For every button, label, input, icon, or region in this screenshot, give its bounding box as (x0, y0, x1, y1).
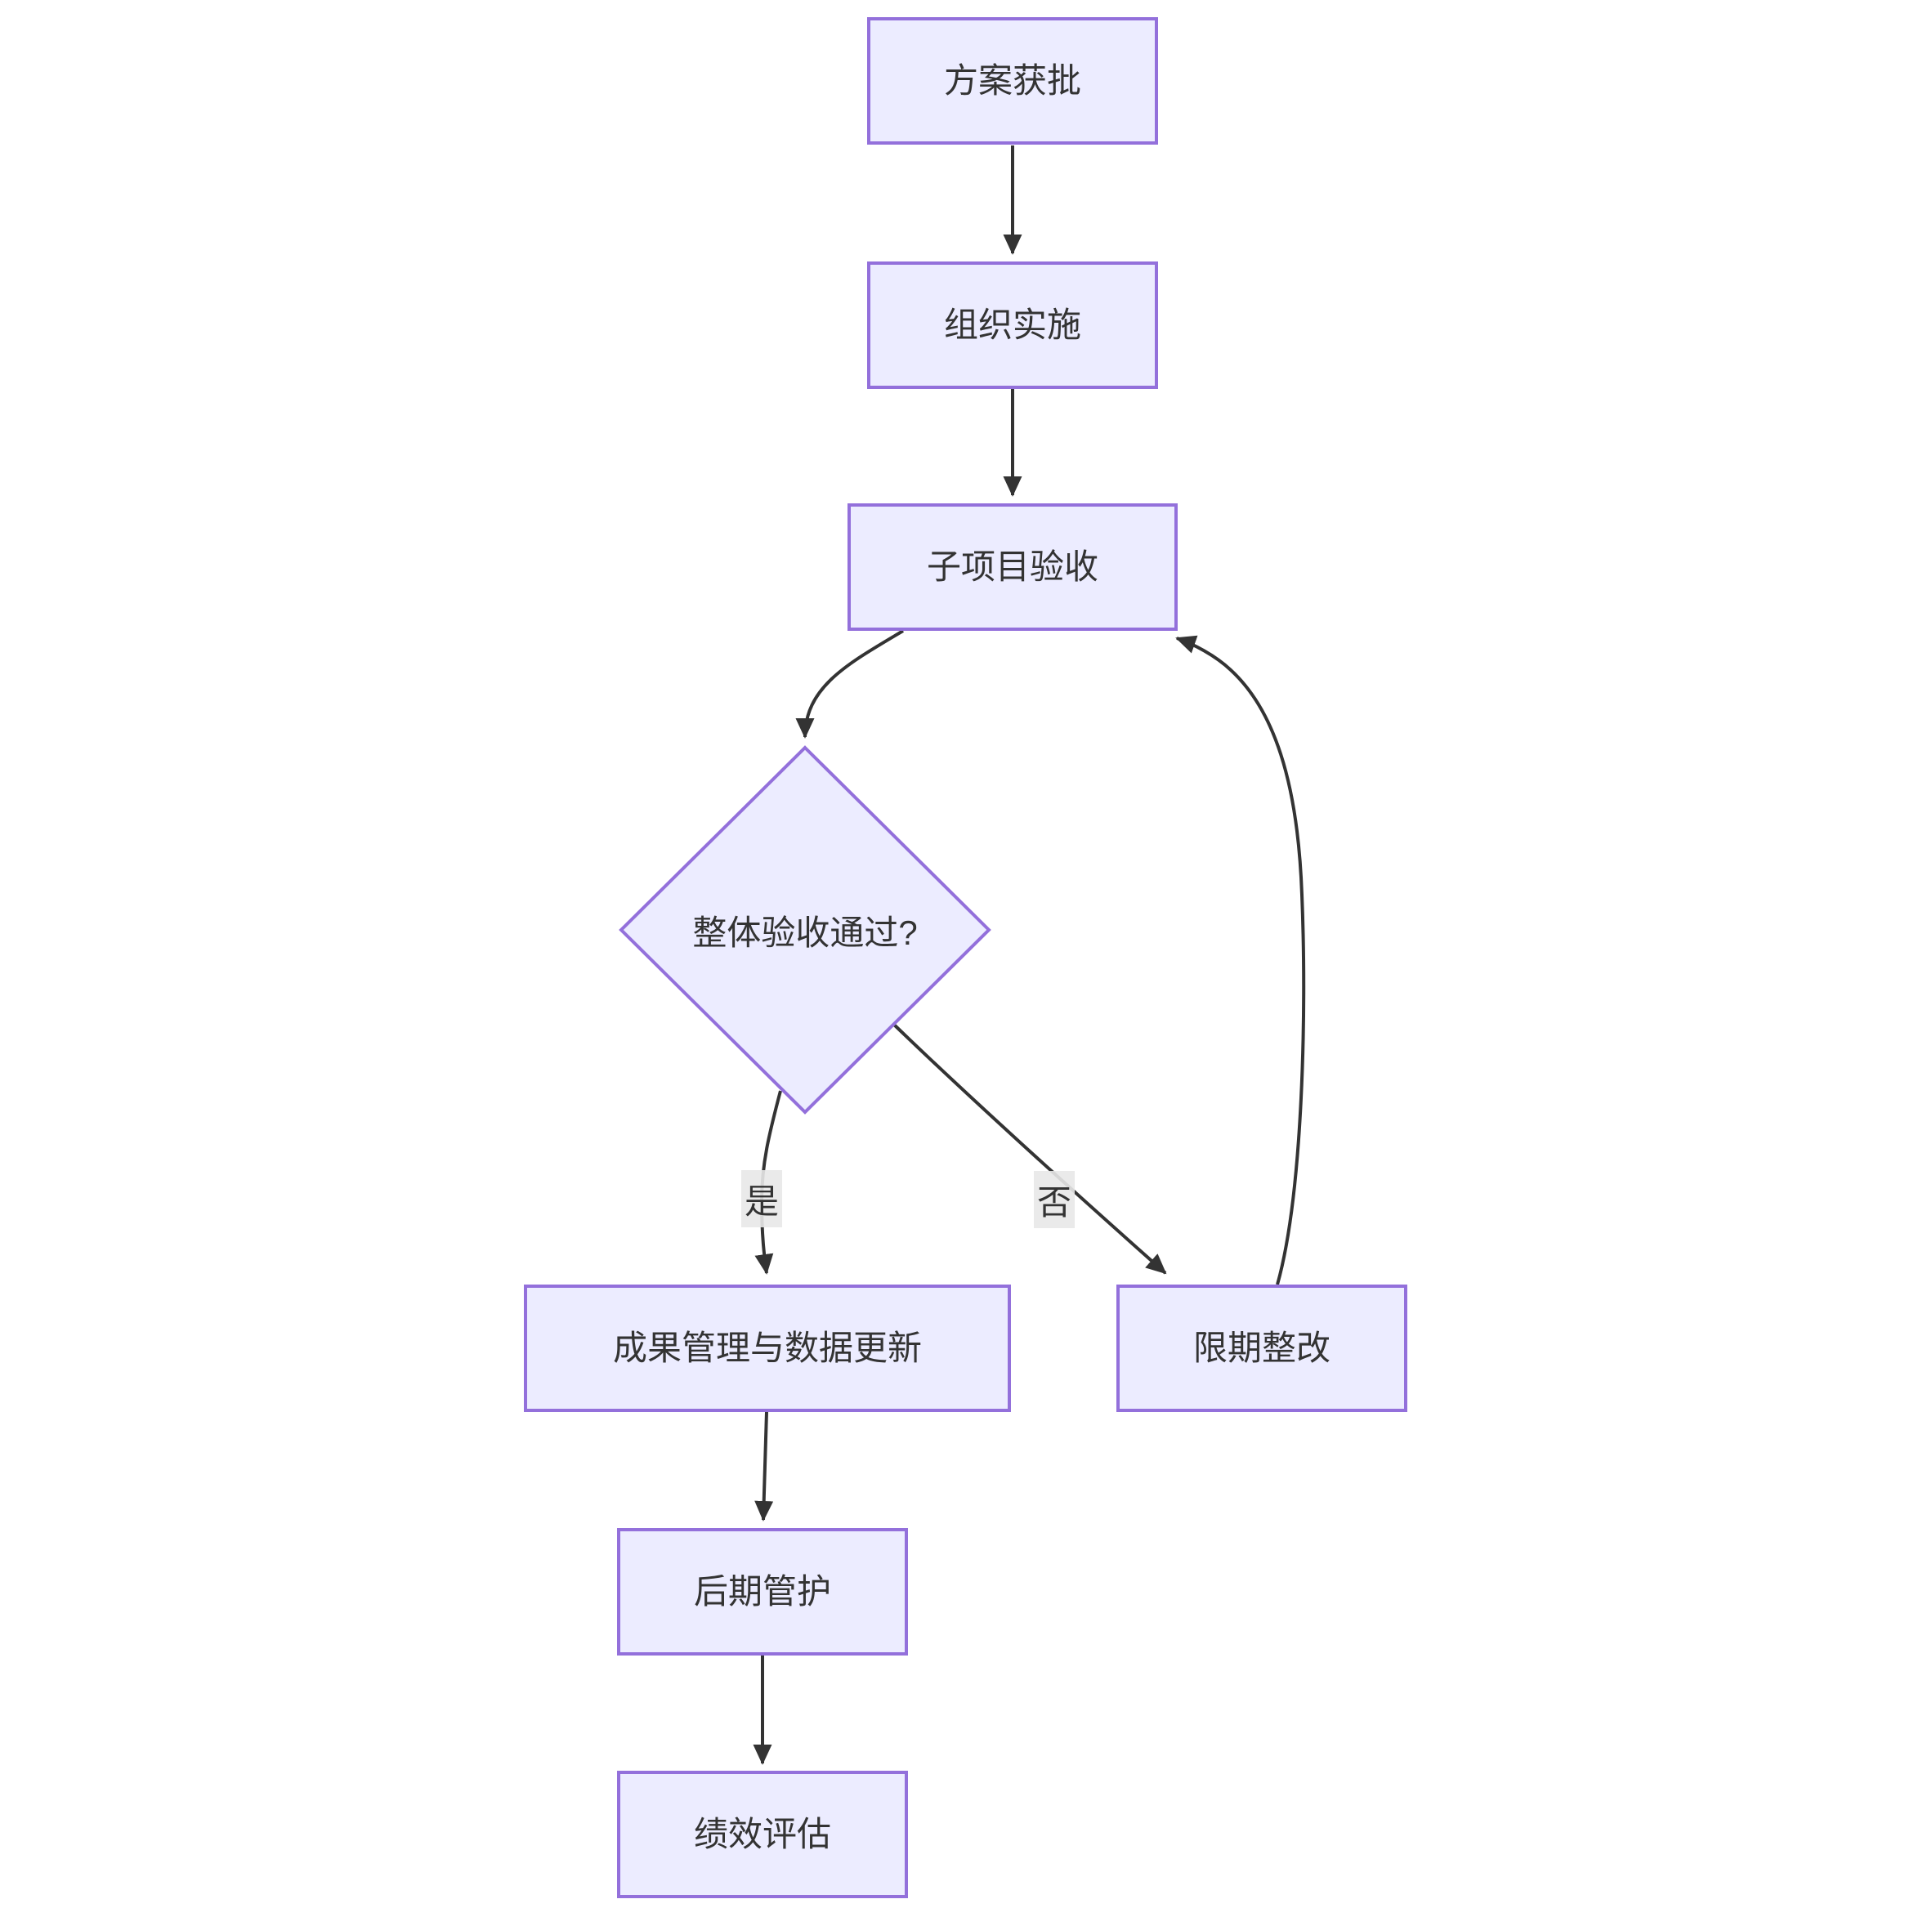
node-plan-approved-label: 方案获批 (943, 60, 1081, 100)
edge-results-to-maintenance (754, 1411, 774, 1522)
edge-label-yes-text: 是 (744, 1182, 779, 1221)
node-organize-impl: 组织实施 (867, 261, 1158, 389)
node-decision-label-box: 整体验收通过? (642, 897, 968, 963)
edge-decision-no (892, 1022, 1167, 1275)
node-organize-impl-label: 组织实施 (943, 305, 1081, 344)
node-decision-label: 整体验收通过? (692, 913, 918, 952)
edge-label-no-text: 否 (1036, 1182, 1071, 1222)
edge-label-yes: 是 (741, 1170, 782, 1227)
node-results-mgmt: 成果管理与数据更新 (524, 1285, 1011, 1412)
node-subproject-accept: 子项目验收 (847, 503, 1178, 631)
edge-accept-to-decision (795, 629, 905, 739)
node-results-mgmt-label: 成果管理与数据更新 (612, 1328, 922, 1367)
node-post-maintenance: 后期管护 (617, 1528, 908, 1656)
node-subproject-accept-label: 子项目验收 (926, 547, 1098, 586)
edge-rectify-loop (1175, 635, 1306, 1285)
node-rectify-label: 限期整改 (1192, 1328, 1330, 1367)
node-perf-eval: 绩效评估 (617, 1771, 908, 1898)
node-rectify: 限期整改 (1116, 1285, 1407, 1412)
node-post-maintenance-label: 后期管护 (693, 1571, 831, 1611)
node-plan-approved: 方案获批 (867, 17, 1158, 145)
node-perf-eval-label: 绩效评估 (693, 1814, 831, 1853)
decision-diamond-shape (619, 745, 991, 1115)
edge-label-no: 否 (1034, 1171, 1075, 1228)
